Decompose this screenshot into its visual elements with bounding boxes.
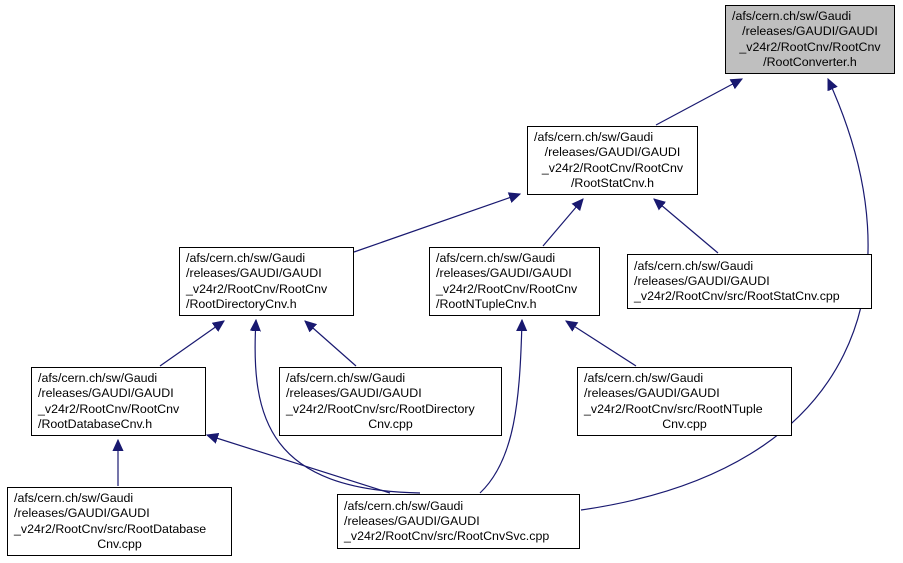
edge-svccpp-to-dbcnv [207,435,391,494]
node-label-line: /releases/GAUDI/GAUDI [344,513,480,528]
node-label-line: _v24r2/RootCnv/RootCnv [739,39,881,54]
node-ntuplecnv[interactable]: /afs/cern.ch/sw/Gaudi/releases/GAUDI/GAU… [429,247,600,316]
node-label-line: /releases/GAUDI/GAUDI [742,24,878,39]
node-label-line: /RootConverter.h [763,54,857,69]
node-label-line: /releases/GAUDI/GAUDI [436,266,572,281]
node-label-line: _v24r2/RootCnv/src/RootDatabase [14,521,207,536]
node-label-line: /releases/GAUDI/GAUDI [584,386,720,401]
node-label-line: /afs/cern.ch/sw/Gaudi [534,130,654,145]
edge-statcnv-to-root [655,79,742,126]
node-label-line: Cnv.cpp [368,416,413,431]
node-dbcnv[interactable]: /afs/cern.ch/sw/Gaudi/releases/GAUDI/GAU… [31,367,206,436]
node-label-line: /afs/cern.ch/sw/Gaudi [584,371,704,386]
node-label-line: /releases/GAUDI/GAUDI [38,386,174,401]
node-label-line: /afs/cern.ch/sw/Gaudi [286,371,406,386]
node-label-line: /afs/cern.ch/sw/Gaudi [344,498,464,513]
edge-statcpp-to-statcnv [654,199,719,254]
node-label-line: /RootStatCnv.h [570,175,655,190]
node-label-line: _v24r2/RootCnv/src/RootCnvSvc.cpp [344,529,550,544]
edge-dircpp-to-dircnv [305,321,357,367]
edge-svccpp-to-ntuplecnv [479,320,522,494]
edge-ntuplecpp-to-ntuplecnv [566,321,637,367]
node-label-line: /releases/GAUDI/GAUDI [634,273,770,288]
edge-ntuplecnv-to-statcnv [542,199,583,247]
node-dircpp[interactable]: /afs/cern.ch/sw/Gaudi/releases/GAUDI/GAU… [279,367,502,436]
node-label-line: /afs/cern.ch/sw/Gaudi [732,9,852,24]
edge-svccpp-to-root [580,79,869,511]
node-label-line: /releases/GAUDI/GAUDI [186,266,322,281]
node-dbcpp[interactable]: /afs/cern.ch/sw/Gaudi/releases/GAUDI/GAU… [7,487,232,556]
node-label-line: Cnv.cpp [97,536,142,551]
node-label-line: _v24r2/RootCnv/src/RootNTuple [584,401,763,416]
node-label-line: /afs/cern.ch/sw/Gaudi [38,371,158,386]
node-label-line: /RootNTupleCnv.h [436,296,537,311]
edge-dbcnv-to-dircnv [159,321,224,367]
node-label-line: _v24r2/RootCnv/RootCnv [436,281,578,296]
node-label-line: _v24r2/RootCnv/RootCnv [541,160,684,175]
edge-dircnv-to-statcnv [353,194,520,253]
node-label-line: Cnv.cpp [662,416,707,431]
node-ntuplecpp[interactable]: /afs/cern.ch/sw/Gaudi/releases/GAUDI/GAU… [577,367,792,436]
node-statcnv[interactable]: /afs/cern.ch/sw/Gaudi/releases/GAUDI/GAU… [527,126,698,195]
node-label-line: /afs/cern.ch/sw/Gaudi [14,491,134,506]
node-dircnv[interactable]: /afs/cern.ch/sw/Gaudi/releases/GAUDI/GAU… [179,247,354,316]
edges-layer [118,79,869,511]
node-svccpp[interactable]: /afs/cern.ch/sw/Gaudi/releases/GAUDI/GAU… [337,494,580,549]
node-label-line: /afs/cern.ch/sw/Gaudi [634,258,754,273]
node-label-line: /RootDatabaseCnv.h [38,416,153,431]
node-label-line: /releases/GAUDI/GAUDI [544,145,681,160]
node-root[interactable]: /afs/cern.ch/sw/Gaudi/releases/GAUDI/GAU… [725,5,895,74]
node-label-line: /releases/GAUDI/GAUDI [286,386,422,401]
node-label-line: _v24r2/RootCnv/RootCnv [38,401,180,416]
node-label-line: _v24r2/RootCnv/src/RootStatCnv.cpp [634,289,840,304]
node-label-line: _v24r2/RootCnv/RootCnv [186,281,328,296]
node-label-line: /RootDirectoryCnv.h [186,296,297,311]
edge-svccpp-to-dircnv [255,320,421,494]
node-label-line: /releases/GAUDI/GAUDI [14,506,150,521]
node-label-line: /afs/cern.ch/sw/Gaudi [436,251,556,266]
node-label-line: /afs/cern.ch/sw/Gaudi [186,251,306,266]
node-statcpp[interactable]: /afs/cern.ch/sw/Gaudi/releases/GAUDI/GAU… [627,254,872,309]
node-label-line: _v24r2/RootCnv/src/RootDirectory [286,401,475,416]
